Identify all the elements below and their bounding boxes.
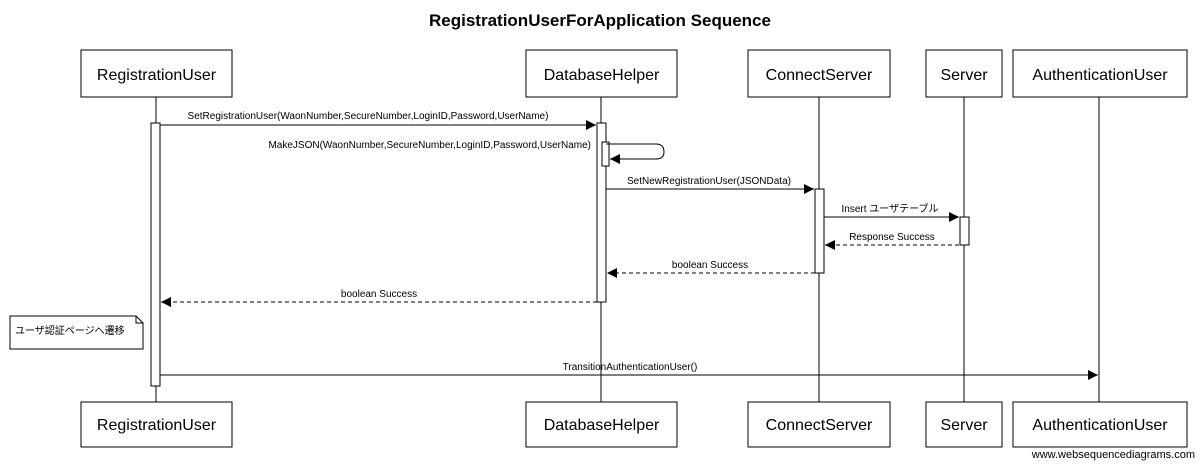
messages: SetRegistrationUser(WaonNumber,SecureNum… [160,111,1098,380]
message-label: SetRegistrationUser(WaonNumber,SecureNum… [188,111,549,122]
note-text: ユーザ認証ページへ遷移 [15,324,125,337]
participant-server-bottom: Server [925,401,1003,448]
participant-label: Server [940,67,988,84]
note: ユーザ認証ページへ遷移 [9,315,144,350]
message-arrow [606,143,665,164]
participant-label: DatabaseHelper [544,67,660,84]
message-set-new-registration-user: SetNewRegistrationUser(JSONData) [606,176,814,194]
activation-bar-connect-server [814,188,825,274]
activation-bar-database-helper-self [601,141,610,167]
message-boolean-success-to-ru: boolean Success [161,289,597,307]
message-label: SetNewRegistrationUser(JSONData) [627,176,791,187]
message-insert: Insert ユーザテーブル [824,202,959,222]
participant-label: AuthenticationUser [1032,417,1168,434]
participant-registration-user-top: RegistrationUser [80,49,233,98]
participant-label: AuthenticationUser [1032,67,1168,84]
activation-bar-server [959,216,970,246]
watermark: www.websequencediagrams.com [1031,449,1195,461]
participant-database-helper-top: DatabaseHelper [525,49,678,98]
participant-registration-user-bottom: RegistrationUser [80,401,233,448]
participant-label: ConnectServer [766,417,873,434]
participant-label: ConnectServer [766,67,873,84]
message-boolean-success-to-dh: boolean Success [607,260,815,278]
participant-label: Server [940,417,988,434]
participant-label: DatabaseHelper [544,417,660,434]
message-label: boolean Success [672,260,748,271]
note-fold [135,316,143,324]
participant-connect-server-bottom: ConnectServer [747,401,891,448]
activation-bar-database-helper [596,122,607,303]
message-label: Response Success [849,232,935,243]
message-label: Insert ユーザテーブル [842,202,939,215]
participants-bottom: RegistrationUser DatabaseHelper ConnectS… [80,401,1188,448]
participants-top: RegistrationUser DatabaseHelper ConnectS… [80,49,1188,98]
message-make-json: MakeJSON(WaonNumber,SecureNumber,LoginID… [268,140,665,164]
message-label: MakeJSON(WaonNumber,SecureNumber,LoginID… [268,140,591,151]
message-response-success: Response Success [825,232,959,250]
participant-connect-server-top: ConnectServer [747,49,891,98]
participant-authentication-user-top: AuthenticationUser [1012,49,1188,98]
message-transition-authentication-user: TransitionAuthenticationUser() [160,362,1098,380]
participant-database-helper-bottom: DatabaseHelper [525,401,678,448]
message-set-registration-user: SetRegistrationUser(WaonNumber,SecureNum… [160,111,596,130]
participant-label: RegistrationUser [97,67,217,84]
message-label: boolean Success [341,289,417,300]
note-box [9,315,144,350]
participant-server-top: Server [925,49,1003,98]
participant-authentication-user-bottom: AuthenticationUser [1012,401,1188,448]
activation-bar-registration-user [150,122,161,387]
diagram-title: RegistrationUserForApplication Sequence [429,11,771,30]
message-label: TransitionAuthenticationUser() [563,362,698,373]
activations [150,122,970,387]
participant-label: RegistrationUser [97,417,217,434]
